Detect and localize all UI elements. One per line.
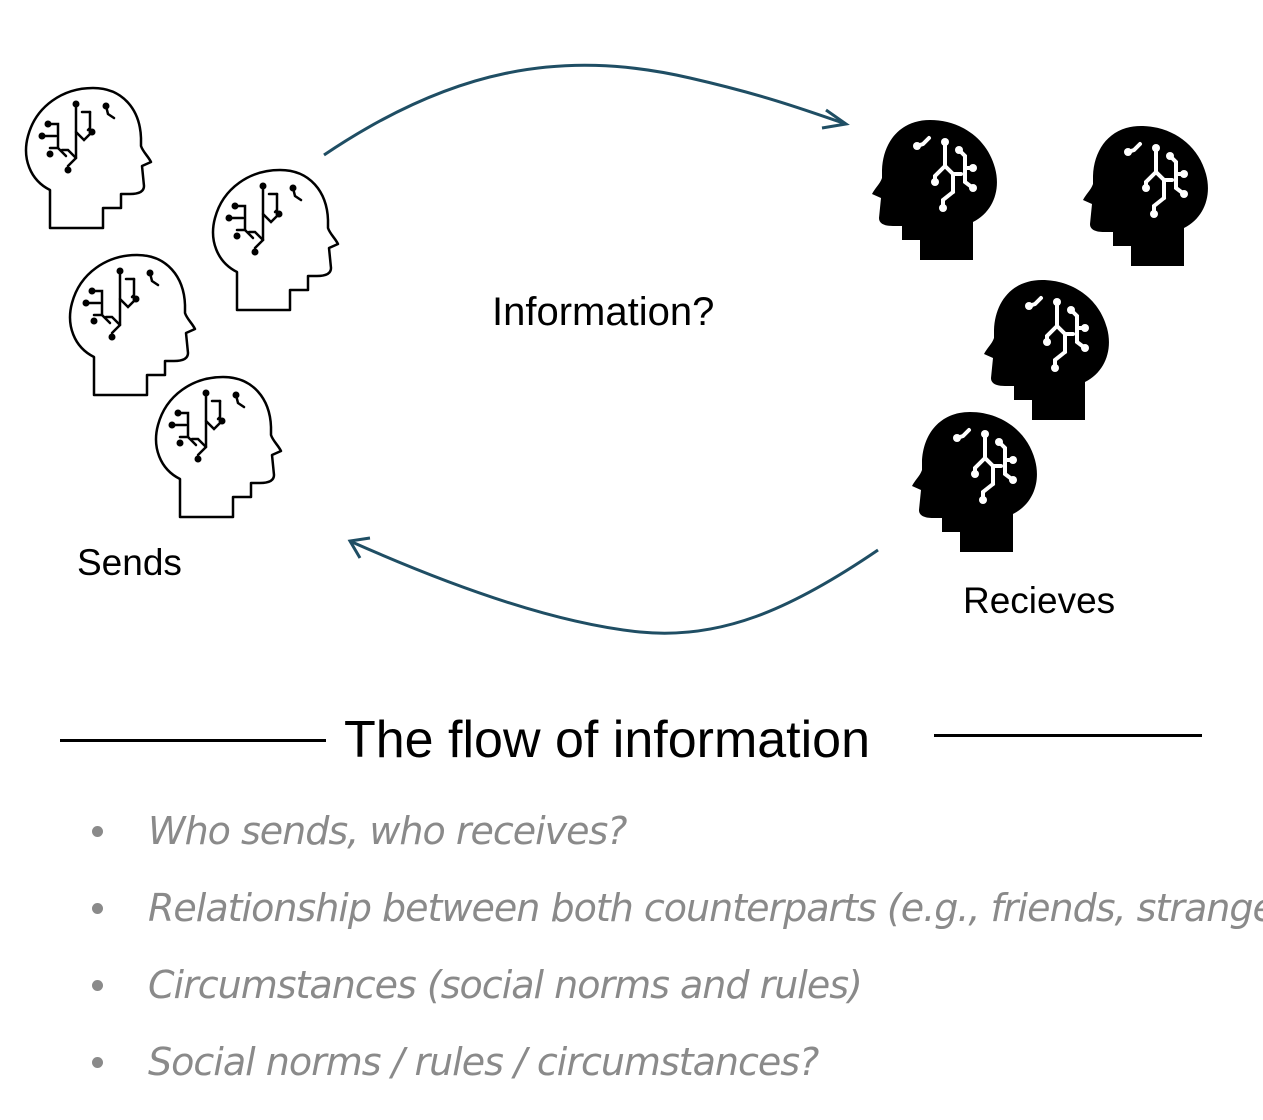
sender-head-icon: [154, 375, 283, 519]
bullet-dot-icon: [92, 1057, 103, 1068]
information-flow-diagram: [24, 63, 1210, 635]
sender-head-icon: [68, 253, 197, 397]
sender-head-icon: [211, 168, 340, 312]
bullet-text: Circumstances (social norms and rules): [148, 963, 863, 1007]
receiver-group: [870, 118, 1210, 554]
sender-head-icon: [24, 86, 153, 230]
sender-group: [24, 86, 340, 519]
bullet-text: Social norms / rules / circumstances?: [148, 1040, 819, 1084]
receiver-label: Recieves: [963, 580, 1116, 621]
title-rule-right: [934, 734, 1202, 737]
bullet-dot-icon: [92, 826, 103, 837]
title-rule-left: [60, 739, 326, 742]
receiver-head-icon: [910, 410, 1039, 554]
bullet-dot-icon: [92, 980, 103, 991]
message-label: Information?: [492, 290, 715, 334]
bullet-text: Who sends, who receives?: [148, 809, 627, 853]
arrow-send: [323, 63, 850, 157]
sender-label: Sends: [77, 542, 182, 583]
receiver-head-icon: [982, 278, 1111, 422]
section-title: The flow of information: [344, 711, 871, 769]
bullet-dot-icon: [92, 903, 103, 914]
arrow-return: [347, 536, 879, 635]
receiver-head-icon: [1081, 124, 1210, 268]
bullet-text: Relationship between both counterparts (…: [148, 886, 1263, 930]
receiver-head-icon: [870, 118, 999, 262]
